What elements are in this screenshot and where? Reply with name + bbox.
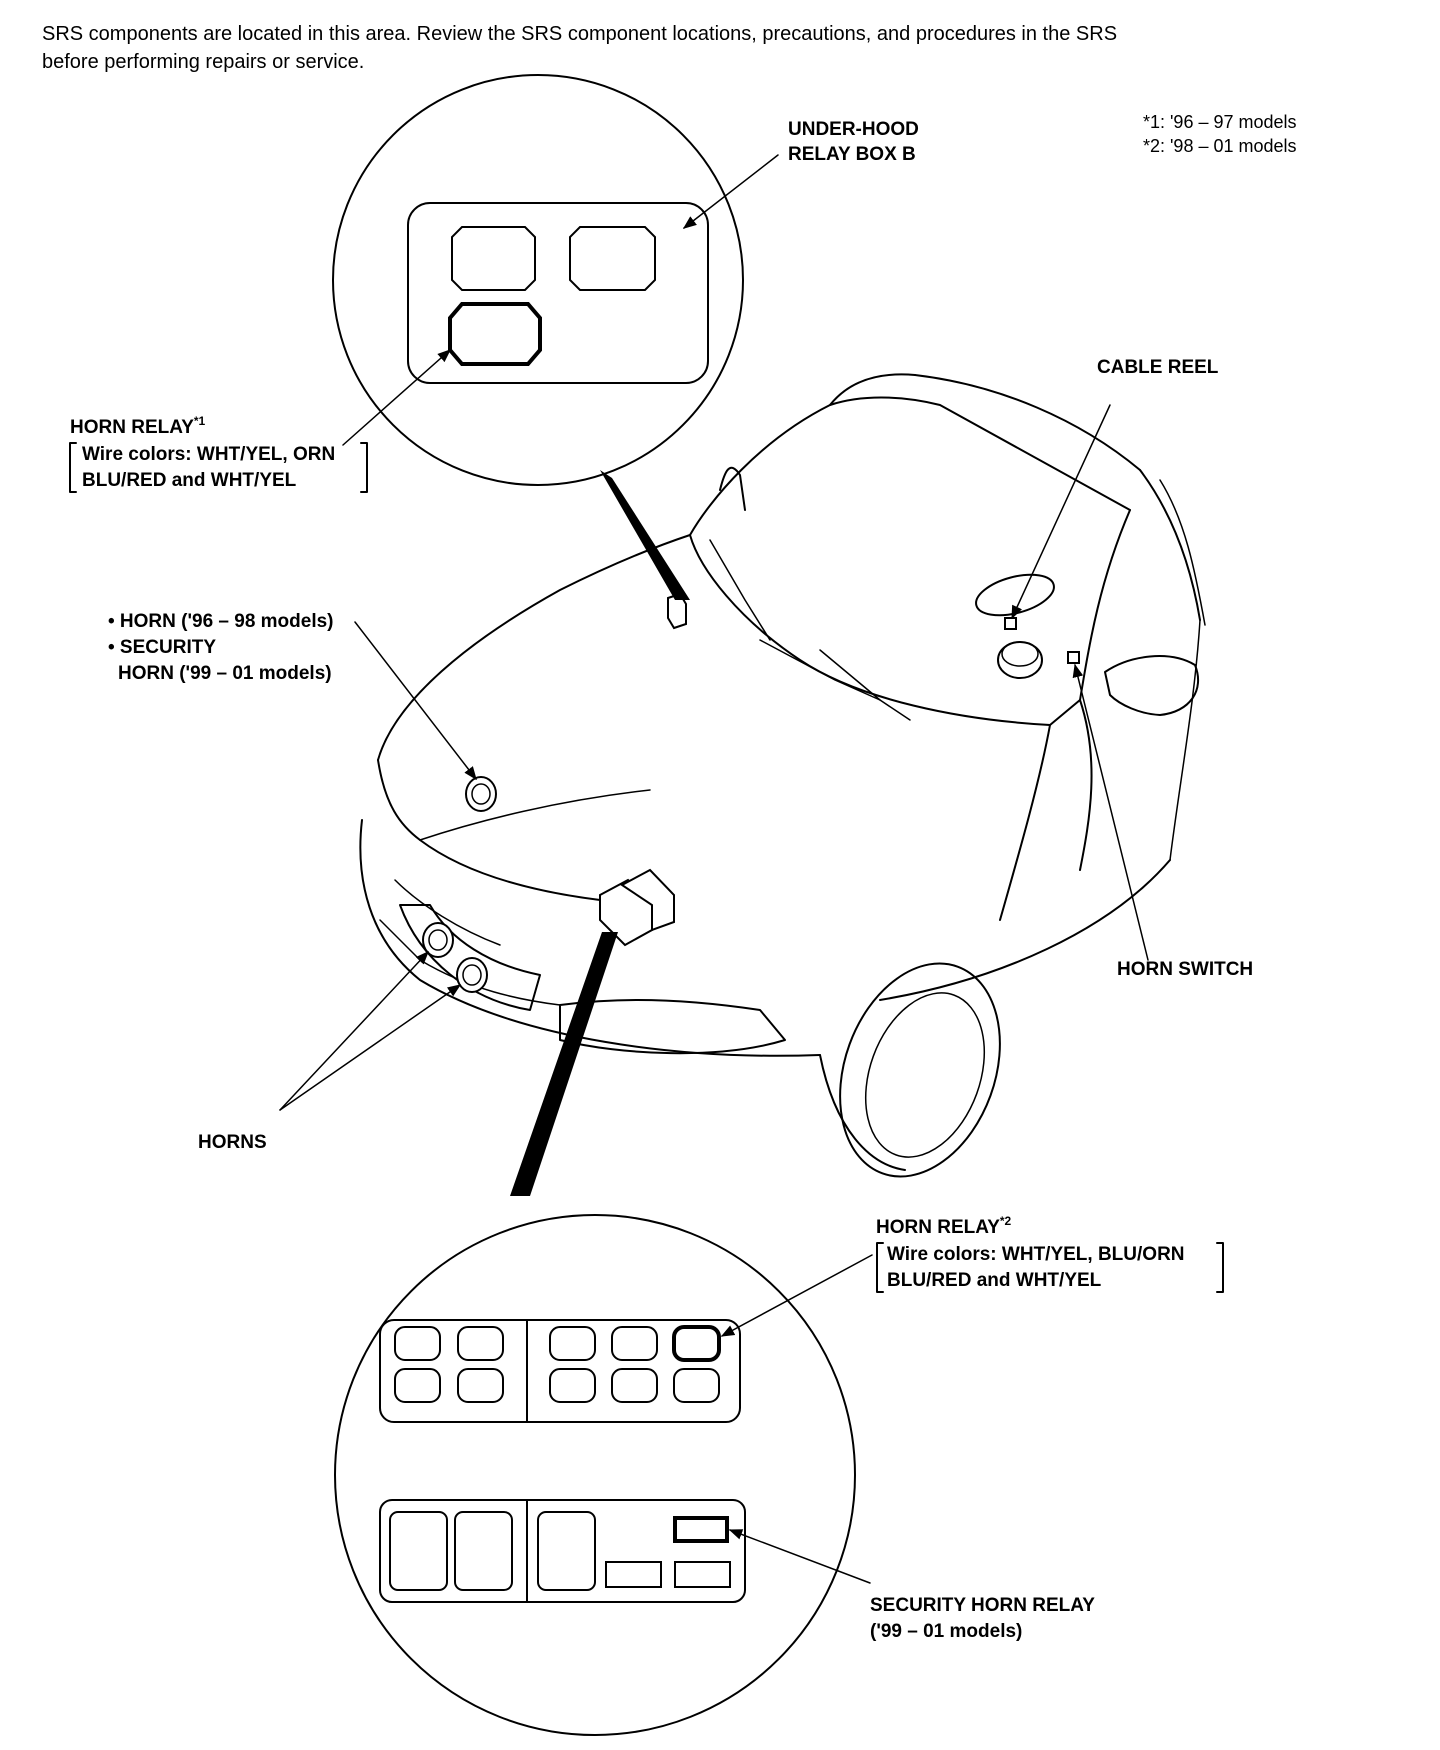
srs-warning-line-2: before performing repairs or service. [42, 51, 364, 73]
front-horn-left [422, 922, 454, 958]
bracket-right-relay-2 [1216, 1242, 1224, 1293]
footnote-1-mark: *1: [1143, 112, 1165, 132]
label-horns: HORNS [198, 1132, 267, 1153]
label-security-horn-relay-models: ('99 – 01 models) [870, 1621, 1022, 1642]
cable-reel-marker [1004, 617, 1017, 630]
label-horn-relay-1-wires-1: Wire colors: WHT/YEL, ORN [82, 444, 335, 465]
footnote-2-text: '98 – 01 models [1170, 136, 1297, 156]
label-security: • SECURITY [108, 637, 216, 658]
bracket-left-relay-2 [876, 1242, 884, 1293]
label-relay-box-line-1: UNDER-HOOD [788, 119, 919, 140]
label-horn-relay-1: HORN RELAY*1 [70, 414, 206, 438]
label-horn-relay-2: HORN RELAY*2 [876, 1214, 1012, 1238]
footnote-1-text: '96 – 97 models [1170, 112, 1297, 132]
label-cable-reel: CABLE REEL [1097, 357, 1219, 378]
car-illustration [359, 373, 1206, 1178]
horn-relay-96-97 [448, 302, 542, 366]
label-horn-switch: HORN SWITCH [1117, 959, 1253, 980]
security-horn-relay [673, 1516, 729, 1543]
label-horn-relay-1-wires-2: BLU/RED and WHT/YEL [82, 470, 297, 491]
srs-warning-line-1: SRS components are located in this area.… [42, 23, 1117, 45]
hood-horn [465, 776, 497, 812]
under-dash-relay-box-marker [599, 868, 675, 947]
label-security-horn-relay: SECURITY HORN RELAY [870, 1595, 1095, 1616]
bracket-left-relay-1 [69, 442, 77, 493]
horn-switch-marker [1067, 651, 1080, 664]
bracket-right-relay-1 [360, 442, 368, 493]
label-security-horn-99-01: HORN ('99 – 01 models) [118, 663, 332, 684]
front-horn-right [456, 957, 488, 993]
label-relay-box-line-2: RELAY BOX B [788, 144, 916, 165]
horn-relay-98-01 [672, 1325, 721, 1362]
label-horn-96-98: • HORN ('96 – 98 models) [108, 611, 334, 632]
label-horn-relay-2-wires-2: BLU/RED and WHT/YEL [887, 1270, 1102, 1291]
bottom-detail-circle [334, 932, 856, 1736]
footnote-2-mark: *2: [1143, 136, 1165, 156]
label-horn-relay-2-wires-1: Wire colors: WHT/YEL, BLU/ORN [887, 1244, 1185, 1265]
top-detail-circle [332, 74, 744, 600]
leader-lines [279, 154, 1149, 1584]
